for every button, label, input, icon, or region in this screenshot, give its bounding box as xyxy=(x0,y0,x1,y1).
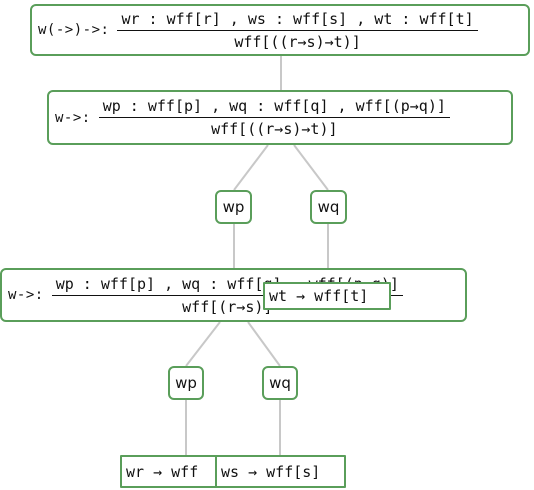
edge-lower-wq xyxy=(247,321,281,367)
edge-mid-wp xyxy=(233,144,269,191)
wp-lower-label: wp xyxy=(175,374,197,392)
wq-lower-label: wq xyxy=(269,374,291,392)
edge-lower-wp xyxy=(185,321,221,367)
edge-mid-wq xyxy=(293,144,329,191)
wp-lower-node[interactable]: wp xyxy=(168,366,204,400)
root-rule-fraction: wr : wff[r] , ws : wff[s] , wt : wff[t] … xyxy=(117,9,478,52)
lower-conclusion: wff[(r→s)] xyxy=(182,297,273,316)
wr-substitution-node[interactable]: wr → wff xyxy=(120,455,220,488)
wr-substitution-label: wr → wff xyxy=(126,462,199,481)
lower-inference-bar xyxy=(51,294,403,296)
mid-rule-name: w->: xyxy=(55,109,91,126)
wt-substitution-node[interactable]: wt → wff[t] xyxy=(263,282,391,310)
ws-substitution-label: ws → wff[s] xyxy=(221,462,321,481)
lower-rule-node[interactable]: w->: wp : wff[p] , wq : wff[q] , wff[(p→… xyxy=(0,268,467,322)
wt-substitution-label: wt → wff[t] xyxy=(269,287,369,305)
root-rule-node[interactable]: w(->)->: wr : wff[r] , ws : wff[s] , wt … xyxy=(30,4,530,56)
mid-inference-bar xyxy=(98,117,450,118)
wp-upper-label: wp xyxy=(222,198,245,216)
wp-upper-node[interactable]: wp xyxy=(215,190,252,224)
lower-rule-name: w->: xyxy=(8,287,44,303)
mid-rule-node[interactable]: w->: wp : wff[p] , wq : wff[q] , wff[(p→… xyxy=(47,90,513,145)
mid-conclusion: wff[((r→s)→t)] xyxy=(211,120,338,138)
root-conclusion: wff[((r→s)→t)] xyxy=(234,32,361,51)
root-inference-bar xyxy=(117,29,478,31)
wq-upper-node[interactable]: wq xyxy=(310,190,347,224)
ws-substitution-node[interactable]: ws → wff[s] xyxy=(215,455,346,488)
wq-lower-node[interactable]: wq xyxy=(262,366,298,400)
mid-premise: wp : wff[p] , wq : wff[q] , wff[(p→q)] xyxy=(102,97,446,115)
mid-rule-fraction: wp : wff[p] , wq : wff[q] , wff[(p→q)] w… xyxy=(98,96,450,139)
wq-upper-label: wq xyxy=(317,198,340,216)
root-rule-name: w(->)->: xyxy=(38,22,110,38)
root-premise: wr : wff[r] , ws : wff[s] , wt : wff[t] xyxy=(121,9,474,28)
